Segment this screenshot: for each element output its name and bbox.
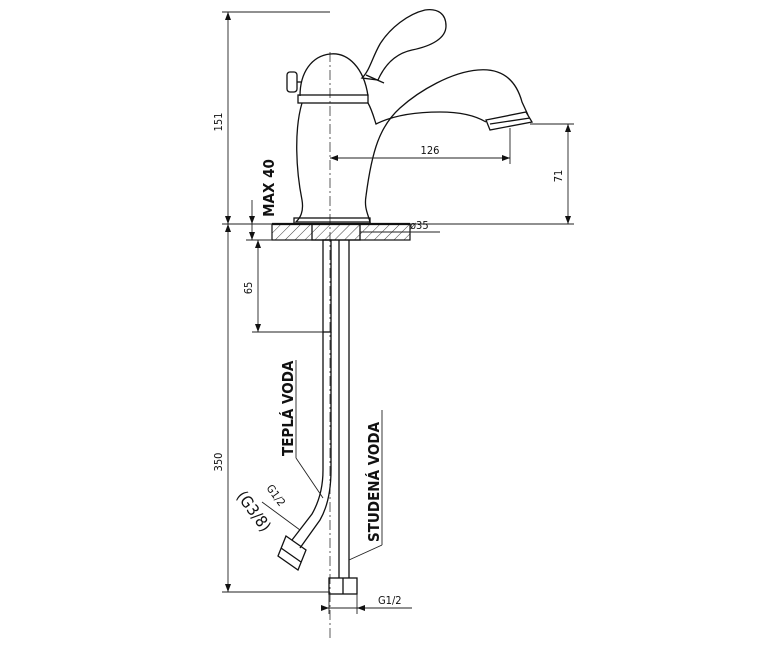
- faucet-dome: [299, 53, 369, 97]
- spout-outlet-ring: [489, 117, 531, 125]
- leader-hot: [295, 457, 324, 499]
- hot-pipe-nut: [277, 534, 307, 572]
- threaded-stud: [322, 239, 332, 333]
- label-cold-water: STUDENÁ VODA: [364, 421, 383, 542]
- hot-nut-line: [280, 547, 302, 563]
- arrow-151-top: [225, 12, 231, 20]
- dim-label-71: 71: [552, 170, 565, 183]
- faucet-cap-button: [286, 71, 298, 93]
- arrow-126-right: [502, 155, 510, 161]
- dim-label-max40: MAX 40: [260, 159, 278, 217]
- arrow-max40-top: [249, 216, 255, 224]
- dim-label-350: 350: [212, 453, 225, 472]
- leader-hot-thread: [261, 501, 301, 531]
- dim-label-g12-cold: G1/2: [378, 594, 402, 607]
- arrow-g12-right: [357, 605, 365, 611]
- hot-pipe-outer: [291, 332, 324, 541]
- faucet-body: [294, 69, 529, 223]
- arrow-126-left: [330, 155, 338, 161]
- arrow-g12-left: [321, 605, 329, 611]
- faucet-spout-inner: [367, 102, 487, 125]
- faucet-handle: [360, 8, 447, 81]
- arrow-350-top: [225, 224, 231, 232]
- spout-outlet: [485, 111, 534, 131]
- leader-cold: [348, 544, 383, 561]
- arrow-65-bottom: [255, 324, 261, 332]
- label-hot-water: TEPLÁ VODA: [278, 360, 297, 456]
- arrow-350-bottom: [225, 584, 231, 592]
- arrow-max40-bottom: [249, 232, 255, 240]
- arrow-71-bottom: [565, 216, 571, 224]
- dim-label-65: 65: [242, 282, 255, 295]
- dim-label-151: 151: [212, 113, 225, 132]
- dim-label-126: 126: [421, 144, 440, 157]
- arrow-71-top: [565, 124, 571, 132]
- faucet-dome-ring: [297, 94, 369, 104]
- dim-label-diameter: ø35: [410, 219, 429, 232]
- arrow-151-bottom: [225, 216, 231, 224]
- handle-collar: [365, 74, 385, 84]
- hot-pipe-inner: [299, 332, 332, 549]
- arrow-65-top: [255, 240, 261, 248]
- dim-label-g12-hot: G1/2: [264, 482, 288, 509]
